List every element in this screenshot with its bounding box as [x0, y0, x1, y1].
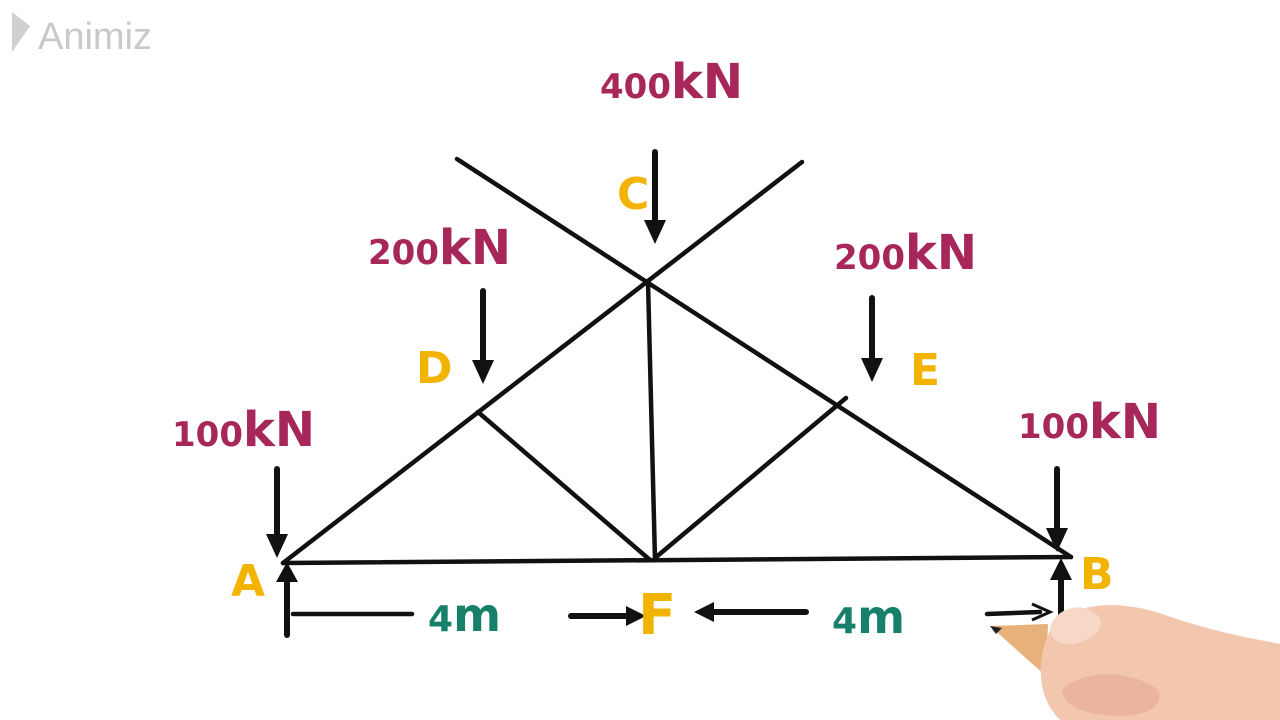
node-label-b: B	[1080, 549, 1114, 600]
drawing-hand-image	[990, 605, 1280, 720]
member-bottom-chord	[280, 554, 1074, 566]
load-arrow-center	[644, 149, 666, 244]
load-arrows	[266, 149, 1068, 558]
load-label-center: 400kN	[600, 54, 743, 110]
dimension-arrow-right-end	[1031, 602, 1054, 622]
load-label-left-end: 100kN	[172, 402, 315, 458]
reaction-arrow-a	[276, 562, 298, 638]
node-label-a: A	[231, 556, 265, 607]
dimension-label-left: 4m	[428, 588, 501, 642]
load-label-right-end: 100kN	[1018, 394, 1161, 450]
dimension-arrow-left	[626, 606, 646, 626]
animiz-logo: Animiz	[12, 12, 152, 58]
member-vertical-cf	[645, 279, 658, 563]
node-label-d: D	[416, 343, 453, 394]
member-right-top-chord	[454, 156, 1074, 560]
node-label-e: E	[910, 345, 940, 396]
load-arrow-left-mid	[472, 288, 494, 384]
logo-play-icon	[12, 12, 30, 52]
load-label-left-mid: 200kN	[368, 220, 511, 276]
truss-members	[280, 156, 1074, 566]
member-diagonal-ef	[652, 395, 849, 561]
member-left-top-chord	[280, 159, 805, 566]
dimension-line-right-b	[984, 609, 1043, 617]
load-arrow-right-end	[1046, 466, 1068, 552]
dimension-lines	[290, 602, 1054, 626]
member-diagonal-df	[475, 409, 653, 563]
load-label-right-mid: 200kN	[834, 225, 977, 281]
load-arrow-right-mid	[861, 295, 883, 382]
dimension-label-right: 4m	[832, 590, 905, 644]
node-label-c: C	[617, 169, 649, 220]
node-label-f: F	[638, 583, 676, 648]
load-arrow-left-end	[266, 466, 288, 558]
dimension-arrow-right	[694, 602, 714, 622]
logo-text: Animiz	[38, 16, 152, 58]
